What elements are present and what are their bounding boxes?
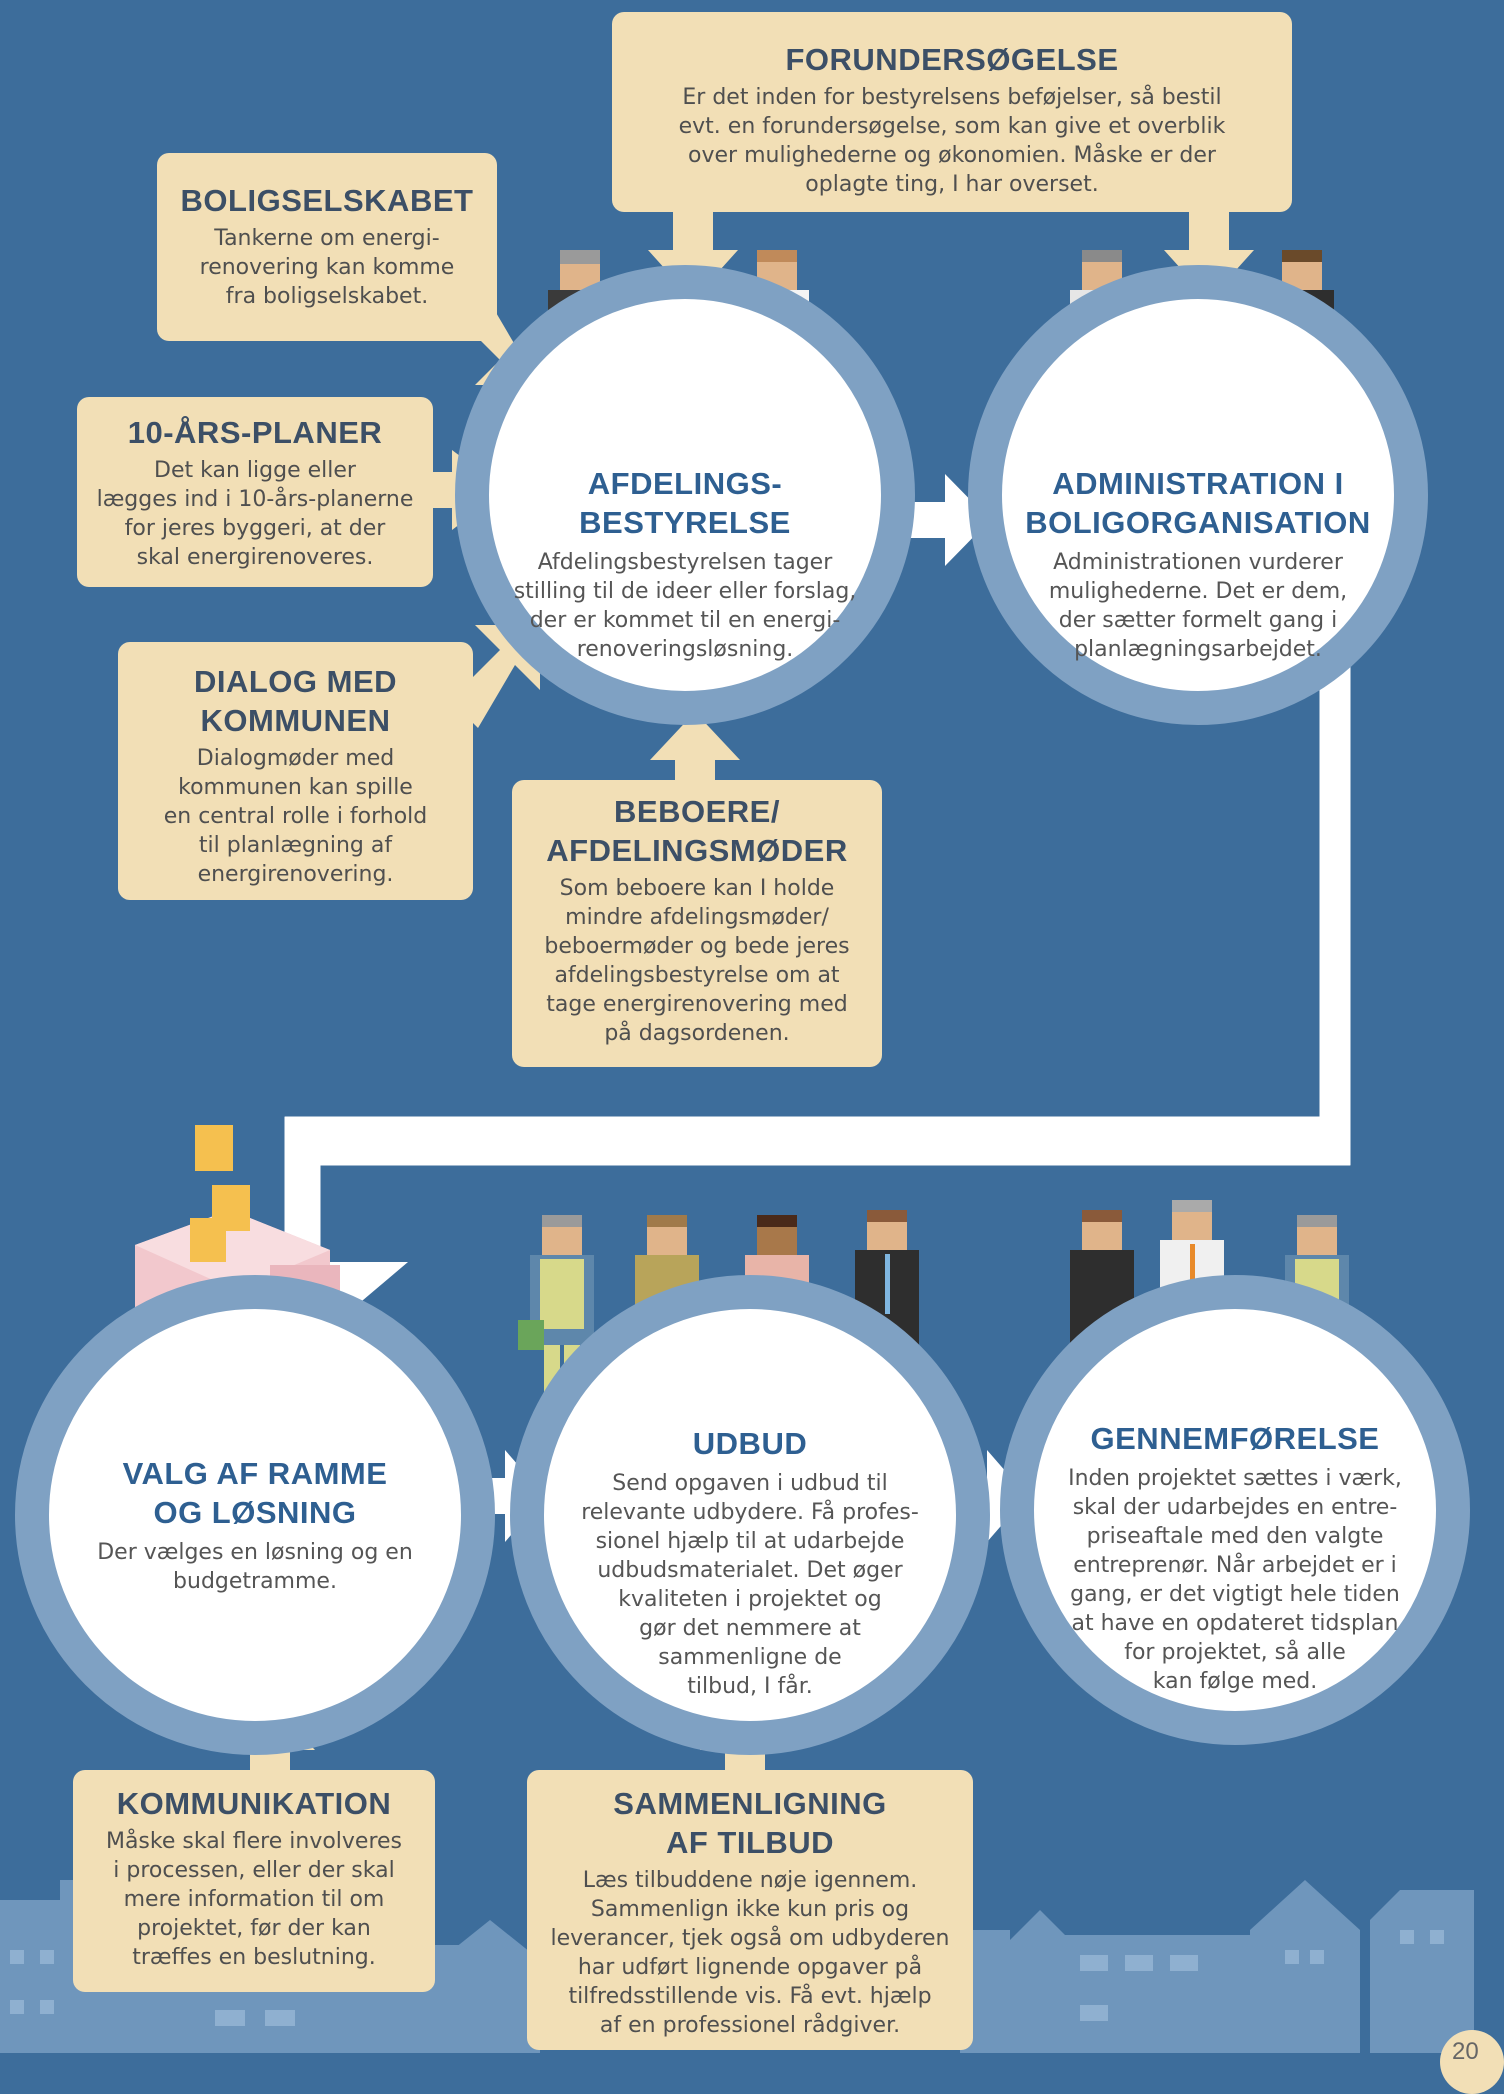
input-forundersogelse: FORUNDERSØGELSE Er det inden for bestyre… bbox=[612, 12, 1292, 212]
input-beboere-title: BEBOERE/ AFDELINGSMØDER bbox=[546, 794, 848, 868]
input-tiaarsplaner-title: 10-ÅRS-PLANER bbox=[127, 415, 383, 450]
input-beboere-text: Som beboere kan I holde mindre afdelings… bbox=[544, 876, 850, 1046]
input-kommunikation-title: KOMMUNIKATION bbox=[116, 1786, 392, 1821]
arrow-afd-to-admin bbox=[900, 474, 990, 566]
coin-icon bbox=[190, 1125, 250, 1262]
input-sammenligning: SAMMENLIGNING AF TILBUD Læs tilbuddene n… bbox=[527, 1770, 973, 2050]
input-kommunikation: KOMMUNIKATION Måske skal flere involvere… bbox=[73, 1770, 435, 1992]
input-dialog-text: Dialogmøder med kommunen kan spille en c… bbox=[163, 746, 428, 887]
stage-valg-text: Der vælges en løsning og en budgetramme. bbox=[97, 1540, 413, 1594]
stage-gennemforelse-text: Inden projektet sættes i værk, skal der … bbox=[1068, 1466, 1402, 1694]
input-beboere: BEBOERE/ AFDELINGSMØDER Som beboere kan … bbox=[512, 780, 882, 1067]
stage-administration-text: Administrationen vurderer mulighederne. … bbox=[1048, 550, 1348, 662]
arrow-udbud-to-gennem bbox=[960, 1450, 1027, 1542]
input-dialog-title: DIALOG MED KOMMUNEN bbox=[193, 664, 398, 738]
stage-afdelingsbestyrelse: AFDELINGS- BESTYRELSE Afdelingsbestyrels… bbox=[455, 265, 915, 725]
stage-valg-title: VALG AF RAMME OG LØSNING bbox=[122, 1456, 388, 1530]
stage-udbud-title: UDBUD bbox=[692, 1426, 808, 1461]
input-tiaarsplaner-text: Det kan ligge eller lægges ind i 10-års-… bbox=[96, 458, 414, 570]
stage-gennemforelse: GENNEMFØRELSE Inden projektet sættes i v… bbox=[1000, 1275, 1470, 1745]
input-forundersogelse-text: Er det inden for bestyrelsens beføjelser… bbox=[678, 85, 1226, 197]
arrow-forundersogelse-right bbox=[1164, 205, 1254, 300]
input-boligselskabet: BOLIGSELSKABET Tankerne om energi- renov… bbox=[157, 153, 497, 341]
arrow-forundersogelse-left bbox=[648, 205, 738, 300]
input-boligselskabet-text: Tankerne om energi- renovering kan komme… bbox=[199, 226, 455, 309]
stage-udbud-text: Send opgaven i udbud til relevante udbyd… bbox=[581, 1471, 919, 1699]
stage-gennemforelse-title: GENNEMFØRELSE bbox=[1090, 1421, 1380, 1456]
stage-administration: ADMINISTRATION I BOLIGORGANISATION Admin… bbox=[968, 265, 1428, 725]
input-boligselskabet-title: BOLIGSELSKABET bbox=[180, 183, 474, 218]
arrow-beboere bbox=[650, 712, 740, 800]
stage-afdelingsbestyrelse-text: Afdelingsbestyrelsen tager stilling til … bbox=[513, 550, 857, 662]
page-number: 20 bbox=[1440, 2030, 1504, 2094]
stage-udbud: UDBUD Send opgaven i udbud til relevante… bbox=[510, 1275, 990, 1755]
stage-administration-title: ADMINISTRATION I BOLIGORGANISATION bbox=[1025, 466, 1371, 540]
input-sammenligning-title: SAMMENLIGNING AF TILBUD bbox=[613, 1786, 887, 1860]
input-tiaarsplaner: 10-ÅRS-PLANER Det kan ligge eller lægges… bbox=[77, 397, 433, 587]
input-dialog: DIALOG MED KOMMUNEN Dialogmøder med komm… bbox=[118, 642, 473, 900]
input-forundersogelse-title: FORUNDERSØGELSE bbox=[785, 42, 1119, 77]
stage-afdelingsbestyrelse-title: AFDELINGS- BESTYRELSE bbox=[579, 466, 791, 540]
input-kommunikation-text: Måske skal flere involveres i processen,… bbox=[105, 1829, 403, 1970]
stage-valg: VALG AF RAMME OG LØSNING Der vælges en l… bbox=[15, 1275, 495, 1755]
input-sammenligning-text: Læs tilbuddene nøje igennem. Sammenlign … bbox=[550, 1868, 950, 2038]
